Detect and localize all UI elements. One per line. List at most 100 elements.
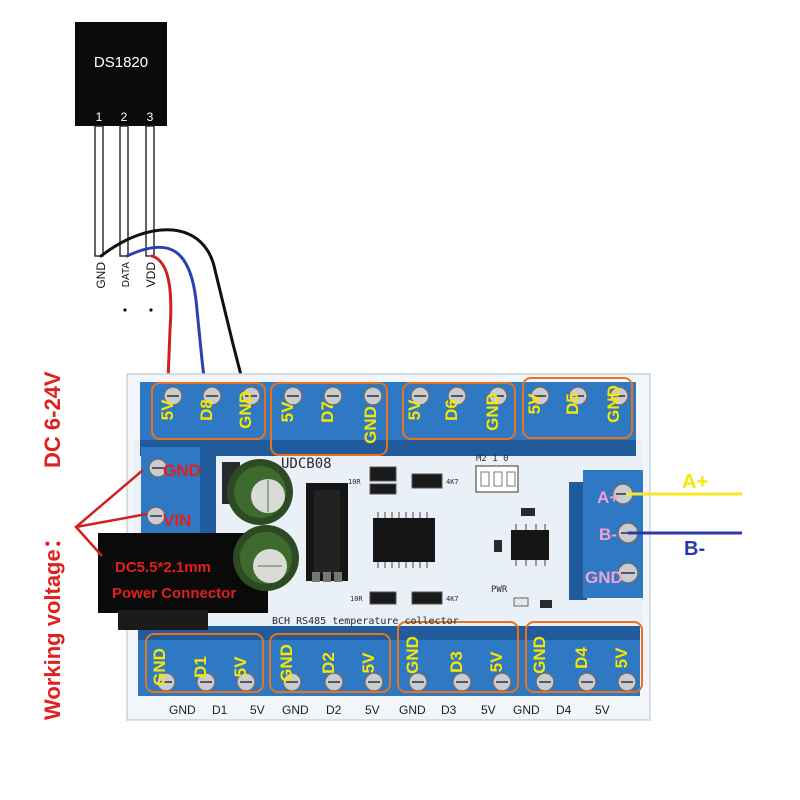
power-terminal-screw-2 — [146, 506, 166, 526]
silk-5v-2: 5V — [365, 703, 380, 717]
external-annotations: A+ B- Working voltage： DC 6-24V — [40, 371, 742, 720]
top-terminal-strip: 5V D8 GND 5V D7 GND 5V D6 GND 5V D5 GND — [140, 377, 636, 456]
b-minus-annotation: B- — [684, 538, 705, 560]
pwr-led — [513, 597, 529, 607]
top-terminal-screw-8 — [447, 386, 467, 406]
header-m2-label: M2 1 0 — [476, 454, 509, 464]
working-voltage-label: Working voltage： — [40, 527, 65, 720]
top-ch1-label-5v: 5V — [158, 399, 177, 420]
bottom-terminal-screw-5 — [324, 672, 344, 692]
bottom-ch4-label-d4: D4 — [572, 647, 591, 669]
dc-barrel-jack-shade — [118, 610, 208, 630]
bottom-ch3-label-5v: 5V — [487, 651, 506, 672]
power-connector-label-line1: DC5.5*2.1mm — [115, 559, 211, 576]
sensor-pin-dot-data — [123, 308, 127, 312]
rs485-terminal: A+ B- GND — [569, 470, 643, 600]
rs485-label-gnd: GND — [585, 568, 623, 587]
rs485-transceiver-chip — [511, 524, 549, 566]
sensor-wires — [99, 228, 248, 397]
top-channel-outline-3 — [402, 382, 516, 440]
capacitor-2 — [233, 525, 299, 591]
resistor-label-10r-top: 10R — [348, 478, 361, 486]
top-channel-outline-4 — [522, 377, 633, 439]
top-terminal-screw-7 — [410, 386, 430, 406]
top-ch2-label-d7: D7 — [318, 401, 337, 423]
rs485-label-b-minus: B- — [599, 525, 617, 544]
top-channel-group-1: 5V D8 GND — [151, 382, 266, 440]
bottom-ch1-label-gnd: GND — [150, 648, 169, 686]
bottom-ch3-label-gnd: GND — [403, 636, 422, 674]
silk-5v-4: 5V — [595, 703, 610, 717]
resistor-top-1 — [369, 466, 397, 482]
top-terminal-screw-12 — [609, 386, 629, 406]
sensor-body — [75, 22, 167, 126]
bottom-ch1-label-d1: D1 — [191, 656, 210, 678]
bottom-ch4-label-gnd: GND — [530, 636, 549, 674]
rs485-terminal-back — [569, 482, 587, 600]
resistor-label-4k7-top: 4K7 — [446, 478, 459, 486]
sensor-pin-number-2: 2 — [121, 110, 128, 124]
top-channel-group-3: 5V D6 GND — [402, 382, 516, 440]
rs485-screw-gnd — [617, 562, 639, 584]
header-m2: M2 1 0 — [475, 454, 519, 493]
bottom-terminal-screw-11 — [577, 672, 597, 692]
resistor-bottom-1 — [369, 591, 397, 605]
top-terminal-screw-11 — [568, 386, 588, 406]
silk-gnd-2: GND — [282, 703, 309, 717]
power-terminal-label-gnd: GND — [163, 461, 201, 480]
top-ch2-label-5v: 5V — [278, 401, 297, 422]
top-terminal-screw-6 — [363, 386, 383, 406]
bottom-terminal-screw-6 — [364, 672, 384, 692]
top-ch2-label-gnd: GND — [361, 406, 380, 444]
bottom-terminal-screw-10 — [535, 672, 555, 692]
a-plus-annotation: A+ — [682, 471, 708, 493]
top-ch1-label-gnd: GND — [236, 391, 255, 429]
top-ch3-label-gnd: GND — [483, 393, 502, 431]
components: M UDCB08 10R — [222, 454, 552, 627]
silk-5v-1: 5V — [250, 703, 265, 717]
bottom-terminal-screw-3 — [236, 672, 256, 692]
sensor-pin-label-gnd: GND — [94, 262, 108, 289]
power-connector-label-line2: Power Connector — [112, 585, 236, 602]
top-channel-group-4: 5V D5 GND — [522, 377, 633, 439]
bottom-terminal-screw-9 — [492, 672, 512, 692]
silk-gnd-4: GND — [513, 703, 540, 717]
sensor-leg-1 — [94, 125, 104, 257]
top-ch4-label-d5: D5 — [563, 393, 582, 415]
sensor-pin-dot-vdd — [149, 308, 153, 312]
top-terminal-screw-4 — [283, 386, 303, 406]
voltage-regulator — [306, 483, 348, 582]
top-terminal-base — [140, 440, 636, 456]
bottom-channel-outline-3 — [397, 621, 519, 693]
top-channel-group-2: 5V D7 GND — [270, 382, 388, 456]
wire-data-blue — [125, 245, 208, 397]
sensor-name: DS1820 — [94, 54, 148, 71]
bottom-silkscreen-row: GND D1 5V GND D2 5V GND D3 5V GND D4 5V — [169, 703, 610, 717]
silk-gnd-3: GND — [399, 703, 426, 717]
power-terminal-label-vin: VIN — [163, 511, 191, 530]
bottom-ch2-label-gnd: GND — [277, 644, 296, 682]
bottom-ch2-label-d2: D2 — [319, 652, 338, 674]
bottom-terminal-screw-8 — [452, 672, 472, 692]
pwr-label: PWR — [491, 585, 508, 595]
silk-d3: D3 — [441, 703, 457, 717]
power-terminal-screw-1 — [148, 458, 168, 478]
mcu-chip — [373, 512, 435, 568]
top-channel-outline-2 — [270, 382, 388, 456]
board-caption: BCH RS485 temperature collector — [272, 616, 459, 627]
smd-component-1 — [521, 508, 535, 516]
bottom-ch2-label-5v: 5V — [359, 652, 378, 673]
sensor-pin-number-3: 3 — [147, 110, 154, 124]
rs485-label-a-plus: A+ — [597, 488, 619, 507]
capacitor-1 — [227, 459, 293, 525]
bottom-terminal-strip: GND D1 5V GND D2 5V GND D3 5V GND D4 5V — [138, 621, 643, 696]
bottom-ch1-label-5v: 5V — [231, 656, 250, 677]
wire-vdd-red — [150, 254, 173, 395]
silk-5v-3: 5V — [481, 703, 496, 717]
bottom-channel-outline-4 — [525, 621, 643, 693]
bottom-channel-outline-2 — [269, 633, 391, 693]
top-terminal-screw-1 — [163, 386, 183, 406]
top-terminal-screw-10 — [530, 386, 550, 406]
top-ch1-label-d8: D8 — [197, 399, 216, 421]
